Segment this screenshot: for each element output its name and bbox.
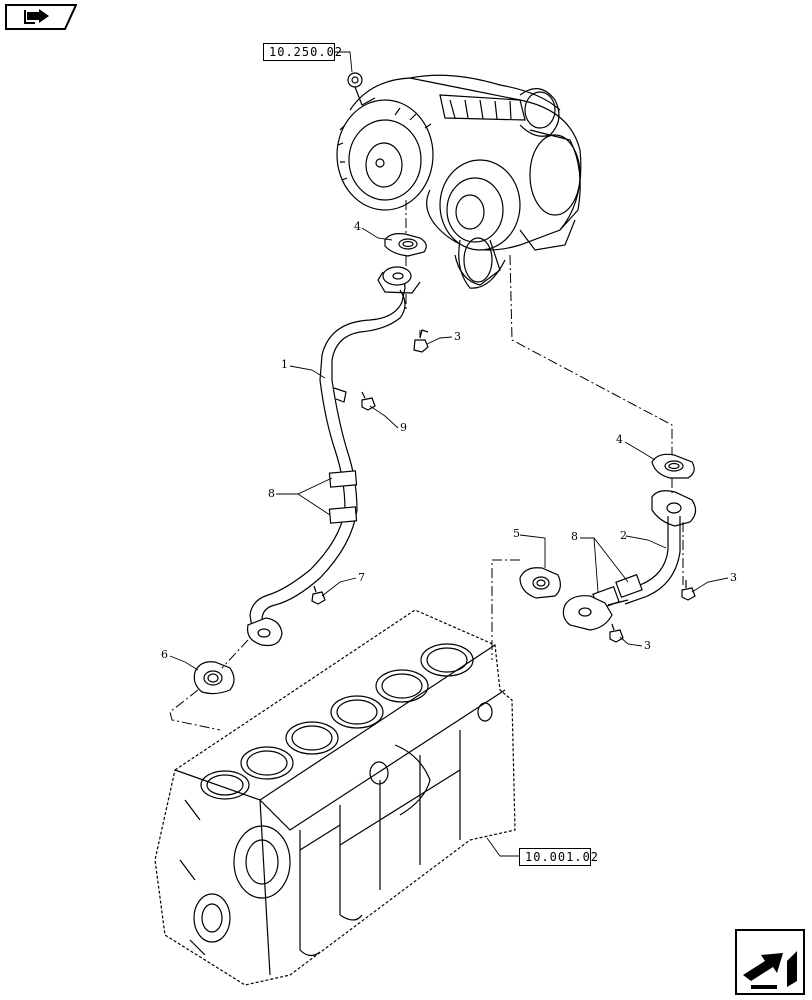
leader-lines xyxy=(169,51,729,857)
next-page-arrow-icon xyxy=(743,951,797,989)
oil-pipe-1 xyxy=(246,266,421,647)
bolt-3-upper xyxy=(413,329,429,353)
callout-2: 2 xyxy=(620,529,627,542)
gasket-5 xyxy=(519,567,561,599)
bolt-3-lower xyxy=(609,623,624,643)
callout-4-lower: 4 xyxy=(616,433,623,446)
bolt-9 xyxy=(361,391,376,411)
gasket-4-upper xyxy=(384,233,427,257)
turbocharger xyxy=(336,72,582,289)
book-arrow-icon xyxy=(5,4,78,30)
callout-3-lower: 3 xyxy=(644,639,651,652)
gasket-4-lower xyxy=(651,453,695,479)
reference-link-turbocharger[interactable]: 10.250.02 xyxy=(263,43,342,61)
callout-6: 6 xyxy=(161,648,168,661)
back-to-index-button[interactable] xyxy=(5,4,78,30)
bolt-7 xyxy=(311,585,326,605)
callout-9: 9 xyxy=(400,421,407,434)
callout-8-left: 8 xyxy=(268,487,275,500)
callout-4-upper: 4 xyxy=(354,220,361,233)
bolt-3-right xyxy=(681,580,696,601)
callout-7: 7 xyxy=(358,571,365,584)
engine-block xyxy=(154,609,516,986)
cylinder-bores xyxy=(200,643,474,800)
callout-3-right: 3 xyxy=(730,571,737,584)
callout-8-right: 8 xyxy=(571,530,578,543)
oil-pipe-2 xyxy=(562,490,697,631)
assembly-lines xyxy=(169,200,684,731)
next-page-button[interactable] xyxy=(735,929,805,995)
gasket-6 xyxy=(193,661,235,695)
callout-1: 1 xyxy=(281,358,288,371)
reference-link-engine-block[interactable]: 10.001.02 xyxy=(519,848,598,866)
callout-3-upper: 3 xyxy=(454,330,461,343)
callout-5: 5 xyxy=(513,527,520,540)
